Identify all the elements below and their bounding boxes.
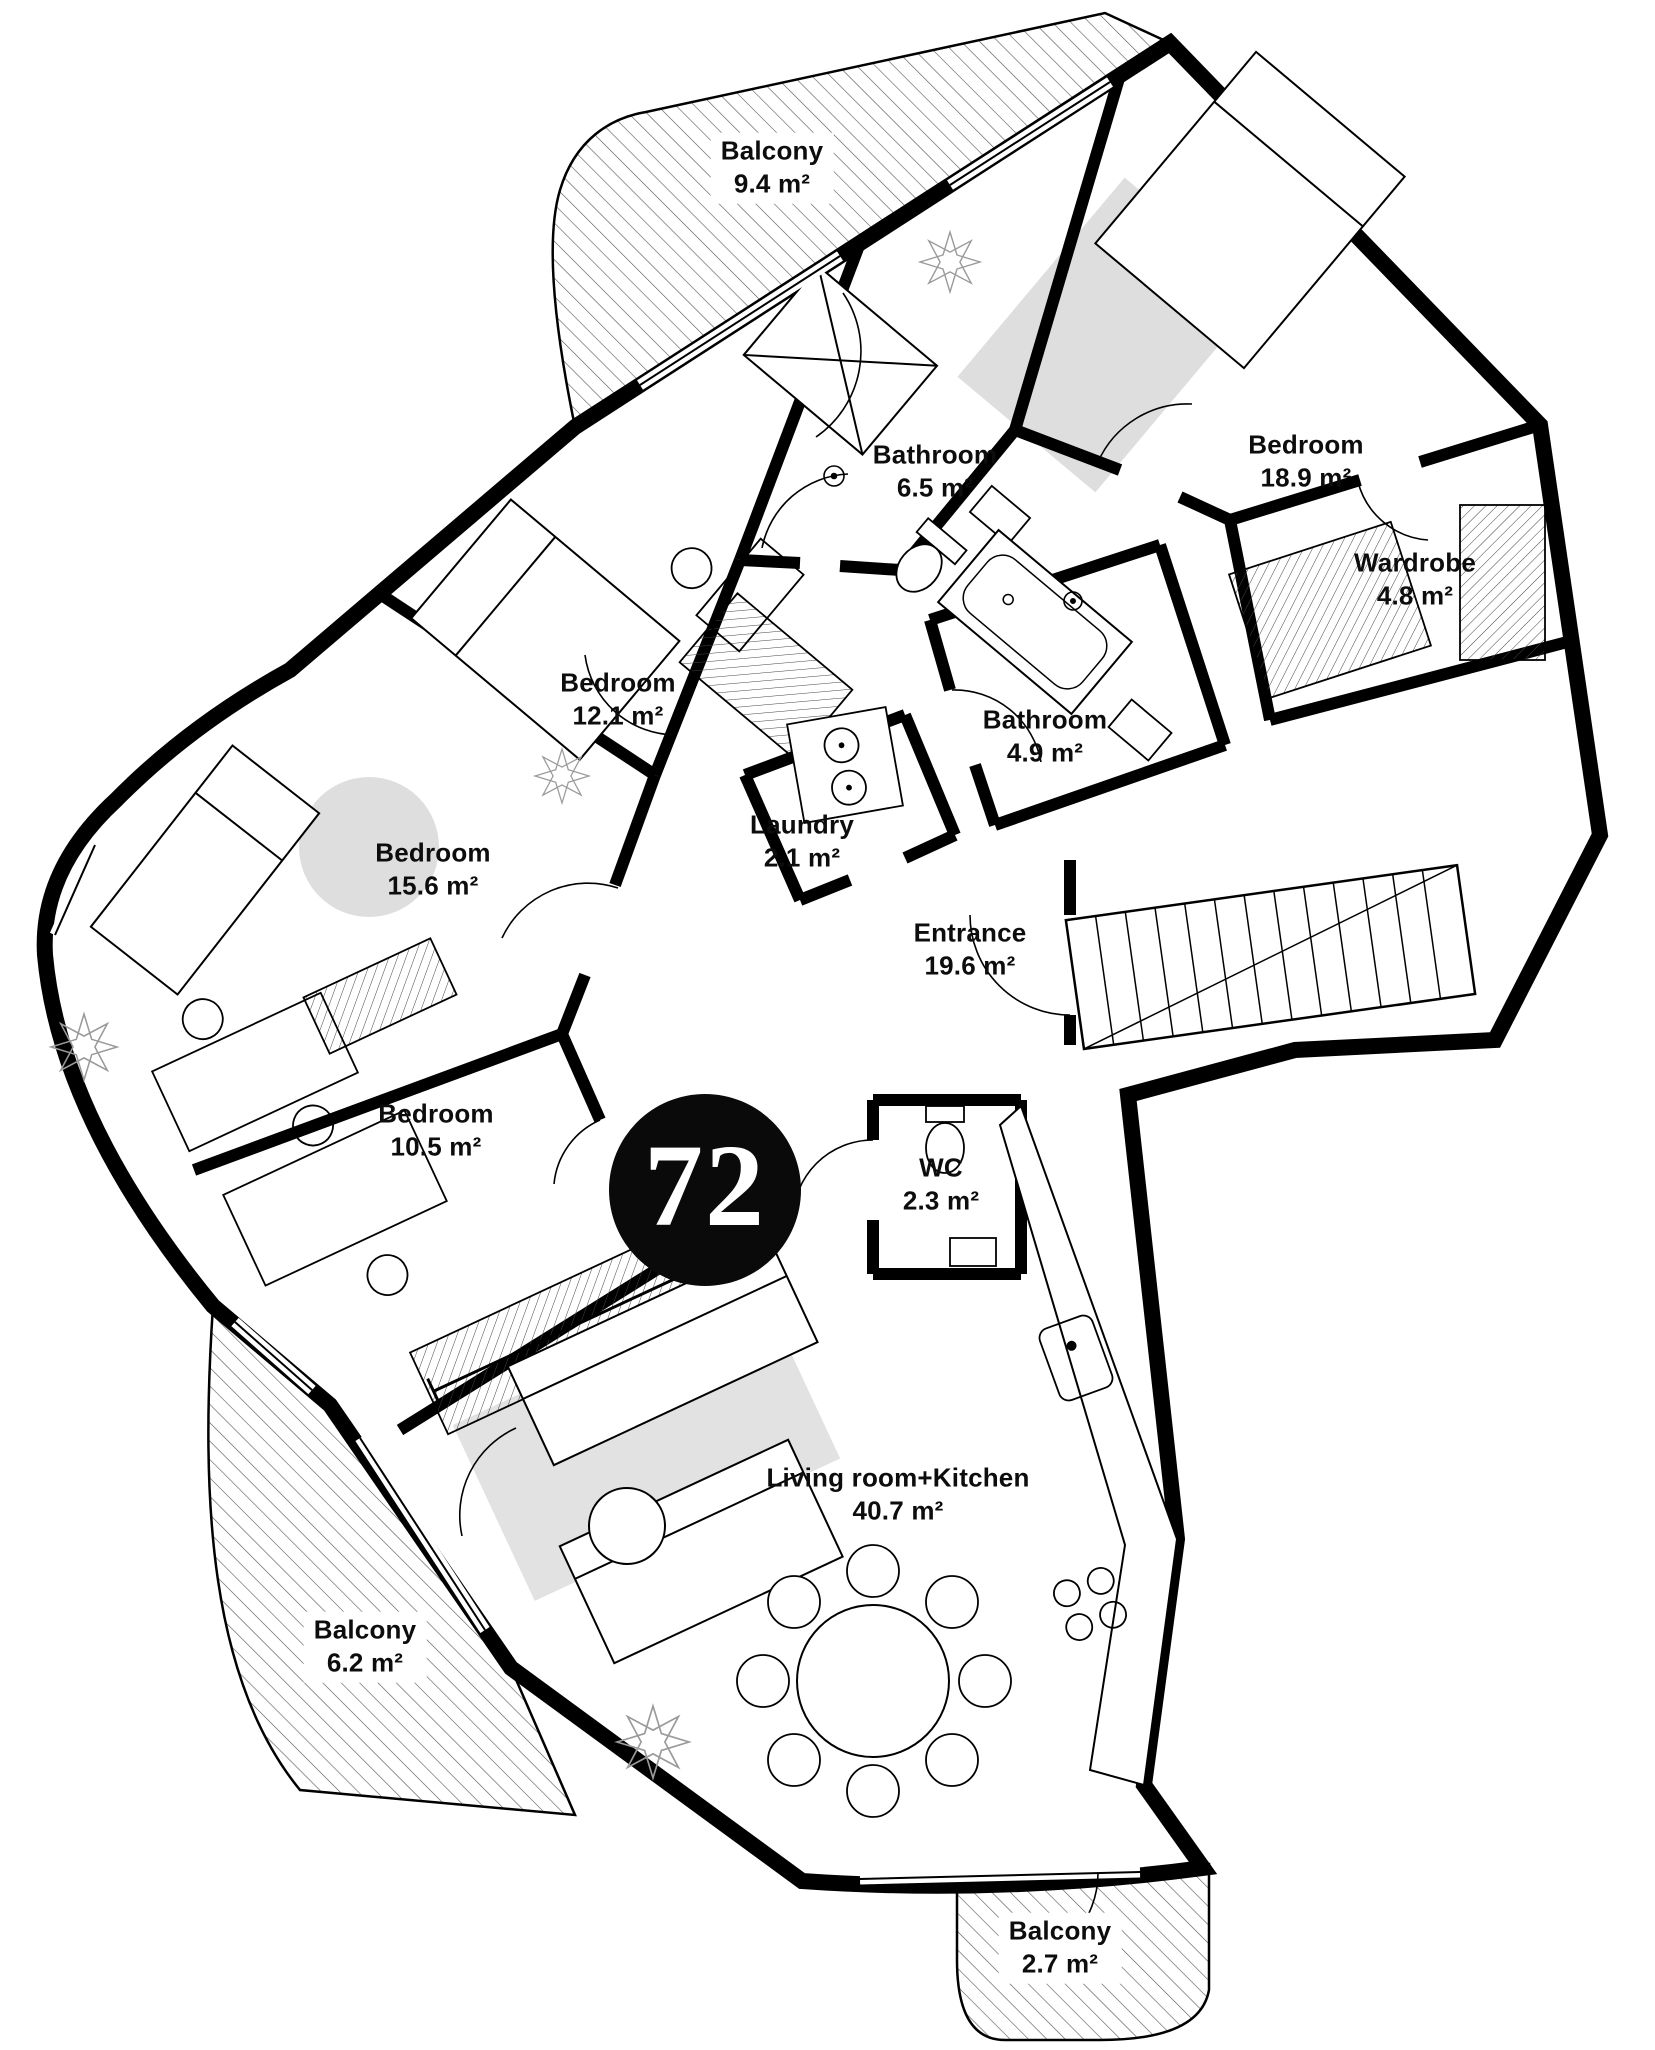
- wardrobe-hatch: [1227, 520, 1433, 700]
- room-area: 12.1 m²: [572, 701, 664, 731]
- room-area: 2.3 m²: [902, 1186, 980, 1216]
- room-name: Laundry: [750, 809, 854, 840]
- shaft-hatch: [1459, 504, 1546, 661]
- door-arc: [501, 882, 619, 939]
- desk-chair: [670, 537, 805, 653]
- room-name: Bedroom: [560, 667, 676, 698]
- bed: [89, 744, 321, 996]
- side-table: [588, 1487, 666, 1565]
- sink: [968, 484, 1032, 546]
- room-area: 15.6 m²: [387, 871, 479, 901]
- room-area: 2.1 m²: [763, 843, 841, 873]
- dining-table: [796, 1604, 950, 1758]
- sofa: [558, 1438, 844, 1665]
- door-arcs: [459, 292, 1429, 1967]
- floor-drain: [1063, 591, 1083, 611]
- door-arc: [553, 1119, 601, 1185]
- room-name: Bathroom: [982, 704, 1108, 735]
- room-area: 4.9 m²: [1006, 738, 1084, 768]
- sink: [949, 1237, 997, 1267]
- room-label-living-kitchen: Living room+Kitchen 40.7 m²: [766, 1462, 1029, 1529]
- toilet: [895, 516, 968, 593]
- kitchen-sink: [1038, 1314, 1114, 1402]
- room-label-wc: WC 2.3 m²: [903, 1152, 979, 1219]
- room-label-laundry: Laundry 2.1 m²: [750, 809, 854, 876]
- stairs: [1064, 863, 1477, 1051]
- room-label-bedroom-18-9: Bedroom 18.9 m²: [1248, 429, 1364, 496]
- shadow-blob: [299, 777, 439, 917]
- room-label-bedroom-10-5: Bedroom 10.5 m²: [378, 1098, 494, 1165]
- kitchen-counter: [998, 1104, 1179, 1787]
- room-label-bedroom-15-6: Bedroom 15.6 m²: [375, 837, 491, 904]
- door-arc: [815, 292, 862, 438]
- room-name: Bedroom: [375, 837, 491, 868]
- bathtub: [936, 528, 1134, 716]
- room-name: Balcony: [313, 1614, 417, 1645]
- room-name: Bedroom: [378, 1098, 494, 1129]
- sink: [1107, 698, 1173, 762]
- room-label-bathroom-6-5: Bathroom 6.5 m²: [873, 439, 997, 506]
- room-name: Entrance: [913, 917, 1027, 948]
- bed: [1093, 50, 1407, 370]
- unit-number: 72: [644, 1120, 766, 1251]
- sofa: [506, 1242, 819, 1467]
- room-name: Living room+Kitchen: [766, 1462, 1030, 1493]
- room-area: 10.5 m²: [390, 1132, 482, 1162]
- room-area: 19.6 m²: [924, 951, 1016, 981]
- room-label-balcony-bottom: Balcony 2.7 m²: [998, 1912, 1122, 1984]
- room-area: 18.9 m²: [1260, 463, 1352, 493]
- door-arc: [969, 914, 1071, 1016]
- room-label-bathroom-4-9: Bathroom 4.9 m²: [983, 704, 1107, 771]
- room-name: Wardrobe: [1354, 547, 1476, 578]
- balcony-left-hatch: [207, 1303, 577, 1817]
- balcony-top-hatch: [551, 11, 1173, 430]
- room-label-balcony-top: Balcony 9.4 m²: [710, 132, 834, 204]
- room-area: 6.5 m²: [896, 473, 974, 503]
- room-name: Bathroom: [872, 439, 998, 470]
- room-label-bedroom-12-1: Bedroom 12.1 m²: [560, 667, 676, 734]
- door-arc: [1357, 481, 1429, 541]
- stove: [1053, 1567, 1127, 1641]
- washer-dryer: [786, 706, 904, 824]
- unit-number-badge: 72: [609, 1094, 801, 1286]
- room-name: Balcony: [1008, 1915, 1112, 1946]
- dining-chairs: [736, 1544, 1012, 1818]
- closet-hatch: [302, 937, 458, 1055]
- room-label-entrance: Entrance 19.6 m²: [914, 917, 1027, 984]
- room-area: 9.4 m²: [733, 169, 811, 199]
- room-area: 4.8 m²: [1376, 581, 1454, 611]
- door-arc: [951, 689, 1042, 763]
- door-arc: [761, 473, 849, 549]
- room-label-wardrobe: Wardrobe 4.8 m²: [1354, 547, 1476, 614]
- door-arc: [1097, 403, 1193, 463]
- room-name: Balcony: [720, 135, 824, 166]
- room-name: Bedroom: [1248, 429, 1364, 460]
- room-label-balcony-left: Balcony 6.2 m²: [303, 1611, 427, 1683]
- door-arc: [584, 654, 677, 736]
- desk-chair: [150, 991, 360, 1153]
- apartment-outline: [36, 32, 1609, 1894]
- room-area: 6.2 m²: [326, 1648, 404, 1678]
- room-name: WC: [919, 1152, 963, 1183]
- room-area: 2.7 m²: [1021, 1949, 1099, 1979]
- bed: [409, 498, 681, 762]
- room-area: 40.7 m²: [852, 1496, 944, 1526]
- shower: [742, 264, 939, 456]
- door-arc: [459, 1427, 517, 1537]
- desk-chair: [222, 1109, 448, 1296]
- windows: [49, 77, 1141, 1885]
- toilet: [925, 1105, 965, 1174]
